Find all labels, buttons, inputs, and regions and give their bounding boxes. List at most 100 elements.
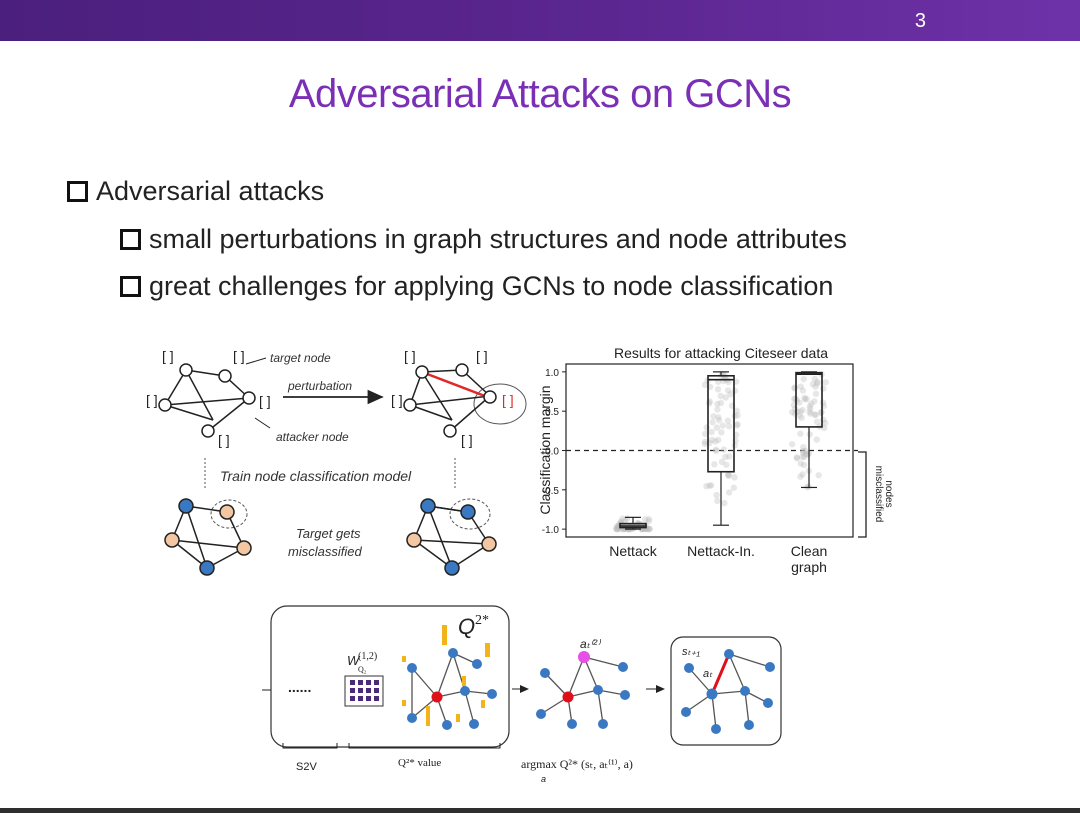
scatter-point <box>812 383 819 390</box>
matrix-cell <box>366 696 371 701</box>
attr-bracket-perturbed: [ ] <box>502 392 514 408</box>
next-state-label: sₜ₊₁ <box>682 646 701 658</box>
attack-diagram: [ ] [ ] [ ] [ ] [ ] target node perturba… <box>146 348 527 576</box>
scatter-point <box>812 390 820 398</box>
scatter-point <box>645 517 653 525</box>
scatter-point <box>612 525 620 533</box>
matrix-cell <box>358 680 363 685</box>
train-label: Train node classification model <box>220 468 412 484</box>
scatter-point <box>714 436 722 444</box>
classified-graph-attacked <box>406 498 497 576</box>
attr-bracket: [ ] <box>404 348 416 364</box>
scatter-point <box>820 385 827 392</box>
scatter-point <box>645 525 652 532</box>
scatter-point <box>811 411 818 418</box>
scatter-point <box>717 399 725 407</box>
attr-bracket: [ ] <box>146 392 158 408</box>
box-nettack-in- <box>701 370 741 526</box>
attr-bracket: [ ] <box>162 348 174 364</box>
scatter-point <box>724 471 732 479</box>
attr-bracket: [ ] <box>476 348 488 364</box>
scatter-point <box>614 525 621 533</box>
attr-bracket: [ ] <box>391 392 403 408</box>
next-state-graph <box>681 649 775 734</box>
scatter-point <box>807 410 814 417</box>
qvalue-label: Q²* value <box>398 757 441 769</box>
scatter-point <box>731 474 738 481</box>
misclassified-label-2: nodes <box>883 480 894 507</box>
scatter-point <box>796 412 803 419</box>
scatter-point <box>712 446 720 453</box>
scatter-point <box>734 412 741 419</box>
scatter-point <box>613 523 621 530</box>
scatter-point <box>717 392 724 400</box>
scatter-point <box>803 395 810 403</box>
scatter-point <box>714 386 722 393</box>
matrix-cell <box>350 696 355 701</box>
scatter-point <box>789 441 796 448</box>
attr-bracket: [ ] <box>259 393 271 409</box>
scatter-point <box>645 515 653 523</box>
w-superscript: (1,2) <box>358 651 377 662</box>
x-tick-label: Nettack-In. <box>687 543 755 559</box>
scatter-point <box>800 375 807 383</box>
s2v-label: S2V <box>296 761 317 773</box>
scatter-point <box>800 453 808 461</box>
matrix-cell <box>350 688 355 693</box>
box-nettack <box>612 515 653 533</box>
scatter-point <box>793 397 801 404</box>
y-tick-label: 1.0 <box>545 368 559 379</box>
perturbed-graph <box>403 363 527 438</box>
attr-bracket: [ ] <box>218 432 230 448</box>
y-axis-label: Classification margin <box>537 385 553 514</box>
next-state-box <box>670 636 782 746</box>
scatter-point <box>721 499 728 507</box>
scatter-point <box>733 422 740 429</box>
scatter-point <box>722 453 729 461</box>
matrix-cell <box>358 688 363 693</box>
scatter-point <box>797 460 804 467</box>
scatter-point <box>641 516 649 523</box>
box-rect <box>795 371 823 428</box>
x-tick-label: Clean <box>791 543 828 559</box>
scatter-point <box>714 400 721 408</box>
misclassified-label-1: Target gets <box>296 526 361 541</box>
scatter-point <box>733 407 740 414</box>
perturbation-label: perturbation <box>287 379 352 393</box>
q-value-bars <box>402 625 490 726</box>
matrix-cell <box>374 688 379 693</box>
q-network-box <box>270 605 510 748</box>
scatter-point <box>798 414 805 422</box>
matrix-cell <box>366 680 371 685</box>
scatter-point <box>806 405 814 412</box>
weight-matrix-icon <box>344 675 384 707</box>
y-tick-label: 0.0 <box>545 447 559 458</box>
scatter-point <box>800 461 808 469</box>
scatter-point <box>730 484 738 491</box>
scatter-point <box>806 431 813 438</box>
scatter-point <box>725 472 732 480</box>
scatter-point <box>734 421 741 428</box>
s2v-bracket <box>282 743 338 749</box>
scatter-point <box>802 451 810 458</box>
scatter-point <box>718 458 726 466</box>
scatter-point <box>799 471 806 478</box>
scatter-point <box>814 378 821 386</box>
attr-bracket: [ ] <box>461 432 473 448</box>
matrix-cell <box>350 680 355 685</box>
scatter-point <box>713 447 720 455</box>
bullet-level2: great challenges for applying GCNs to no… <box>120 271 833 302</box>
scatter-point <box>813 436 820 443</box>
scatter-point <box>725 471 732 478</box>
scatter-point <box>701 438 709 445</box>
scatter-point <box>714 497 721 505</box>
box-rect <box>707 374 735 473</box>
scatter-point <box>701 430 709 438</box>
attr-bracket: [ ] <box>233 348 245 364</box>
scatter-point <box>719 422 727 429</box>
rl-attack-diagram: Q 2* W (1,2) Q₂ ...... <box>262 605 782 784</box>
scatter-point <box>701 440 709 448</box>
scatter-point <box>613 525 621 533</box>
argmax-label: argmax Q²* (sₜ, aₜ⁽¹⁾, a) <box>521 757 633 771</box>
